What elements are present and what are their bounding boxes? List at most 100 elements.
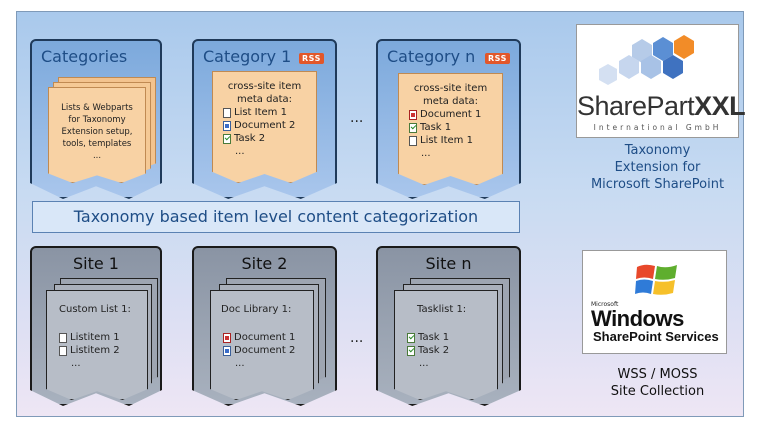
windows-sharepoint-logo: Microsoft Windows SharePoint Services [582,250,727,354]
category-n-item[interactable]: Document 1 [409,108,502,121]
item-label: List Item 1 [420,135,473,146]
sharepart-wordmark-a: SharePart [577,91,695,121]
categories-page-text: Lists & Webparts for Taxonomy Extension … [49,102,145,162]
site-2-page-front: Doc Library 1: Document 1 Document 2 ... [210,290,314,400]
taxonomy-banner: Taxonomy based item level content catego… [32,201,520,233]
category-1-item[interactable]: Document 2 [223,119,316,132]
category-n-page: cross-site item meta data: Document 1 Ta… [398,73,503,185]
site-1-page-front: Custom List 1: Listitem 1 Listitem 2 ... [46,290,148,400]
task-icon [223,133,231,144]
sharepart-subtitle: International GmbH [593,123,722,132]
item-label: List Item 1 [234,107,287,118]
wss-caption: WSS / MOSS Site Collection [576,366,739,400]
item-label: Document 2 [234,120,296,131]
categories-line: Extension setup, [61,127,133,137]
site-1-list-title: Custom List 1: [59,304,131,315]
site-n-item[interactable]: Task 2 [407,344,449,357]
category-1-page: cross-site item meta data: List Item 1 D… [212,71,317,183]
task-icon [409,122,417,133]
category-n-panel: Category n RSS cross-site item meta data… [376,39,521,199]
category-1-item[interactable]: Task 2 [223,132,316,145]
caption-line: Taxonomy [624,143,691,158]
caption-line: WSS / MOSS [617,367,698,382]
word-document-icon [223,345,231,356]
site-2-item[interactable]: Document 2 [223,344,295,357]
site-n-title: Site n [425,254,472,273]
ellipsis: ... [235,358,245,369]
ellipsis-between-sites: ... [350,330,364,346]
category-1-item[interactable]: List Item 1 [223,106,316,119]
categories-line: ... [92,151,102,161]
item-label: Document 1 [234,332,296,343]
item-label: Task 2 [234,133,266,144]
windows-flag-icon [635,264,677,295]
category-n-title: Category n [387,47,476,66]
categories-line: Lists & Webparts [61,103,133,113]
wss-logo-windows: Windows [591,306,684,331]
ellipsis-between-categories: ... [350,110,364,126]
task-icon [407,332,415,343]
task-icon [407,345,415,356]
sharepart-hexagons-icon [599,35,694,85]
item-label: Document 2 [234,345,296,356]
categories-line: tools, templates [62,139,132,149]
site-2-panel: Site 2 Doc Library 1: Document 1 Documen… [192,246,337,406]
site-1-title: Site 1 [73,254,119,273]
list-item-icon [409,135,417,146]
sharepart-caption: Taxonomy Extension for Microsoft SharePo… [576,142,739,193]
category-n-item[interactable]: List Item 1 [409,134,502,147]
sharepart-wordmark-b: XXL [694,91,746,121]
rss-badge[interactable]: RSS [485,53,510,64]
category-1-title: Category 1 [203,47,292,66]
categories-title: Categories [41,47,128,66]
caption-line: Site Collection [610,384,705,399]
site-n-panel: Site n Tasklist 1: Task 1 Task 2 ... [376,246,521,406]
site-n-list-title: Tasklist 1: [417,304,467,315]
wss-logo-microsoft: Microsoft [591,301,619,308]
site-1-items: Listitem 1 Listitem 2 ... [59,331,120,370]
site-n-items: Task 1 Task 2 ... [407,331,449,370]
item-label: Listitem 2 [70,345,120,356]
ellipsis: ... [419,358,429,369]
caption-line: Extension for [614,160,701,175]
site-2-list-title: Doc Library 1: [221,304,292,315]
site-n-item[interactable]: Task 1 [407,331,449,344]
item-label: Document 1 [420,109,482,120]
wss-logo-sharepoint-services: SharePoint Services [593,329,719,344]
ellipsis: ... [71,358,81,369]
meta-line: cross-site item [413,83,488,94]
categories-page-front: Lists & Webparts for Taxonomy Extension … [48,87,146,183]
diagram-frame: Categories Lists & Webparts for Taxonomy… [16,11,746,417]
site-2-item[interactable]: Document 1 [223,331,295,344]
site-2-items: Document 1 Document 2 ... [223,331,295,370]
item-label: Listitem 1 [70,332,120,343]
category-n-item[interactable]: Task 1 [409,121,502,134]
ellipsis: ... [421,148,431,159]
ellipsis: ... [235,146,245,157]
item-label: Task 1 [418,332,450,343]
item-label: Task 2 [418,345,450,356]
category-1-panel: Category 1 RSS cross-site item meta data… [192,39,337,199]
site-1-item[interactable]: Listitem 1 [59,331,120,344]
sharepart-wordmark: SharePartXXL [577,91,746,122]
site-1-item[interactable]: Listitem 2 [59,344,120,357]
pdf-document-icon [223,332,231,343]
list-item-icon [223,107,231,118]
category-1-meta: cross-site item meta data: List Item 1 D… [213,80,316,158]
sharepart-logo: SharePartXXL International GmbH [576,24,746,138]
list-item-icon [59,332,67,343]
site-1-panel: Site 1 Custom List 1: Listitem 1 Listite… [30,246,162,406]
categories-panel: Categories Lists & Webparts for Taxonomy… [30,39,162,199]
site-2-title: Site 2 [241,254,288,273]
category-n-meta: cross-site item meta data: Document 1 Ta… [399,82,502,160]
categories-line: for Taxonomy [68,115,126,125]
rss-badge[interactable]: RSS [299,53,324,64]
meta-line: meta data: [422,96,478,107]
caption-line: Microsoft SharePoint [590,177,725,192]
list-item-icon [59,345,67,356]
item-label: Task 1 [420,122,452,133]
meta-line: meta data: [236,94,292,105]
site-n-page-front: Tasklist 1: Task 1 Task 2 ... [394,290,498,400]
word-document-icon [223,120,231,131]
pdf-document-icon [409,109,417,120]
